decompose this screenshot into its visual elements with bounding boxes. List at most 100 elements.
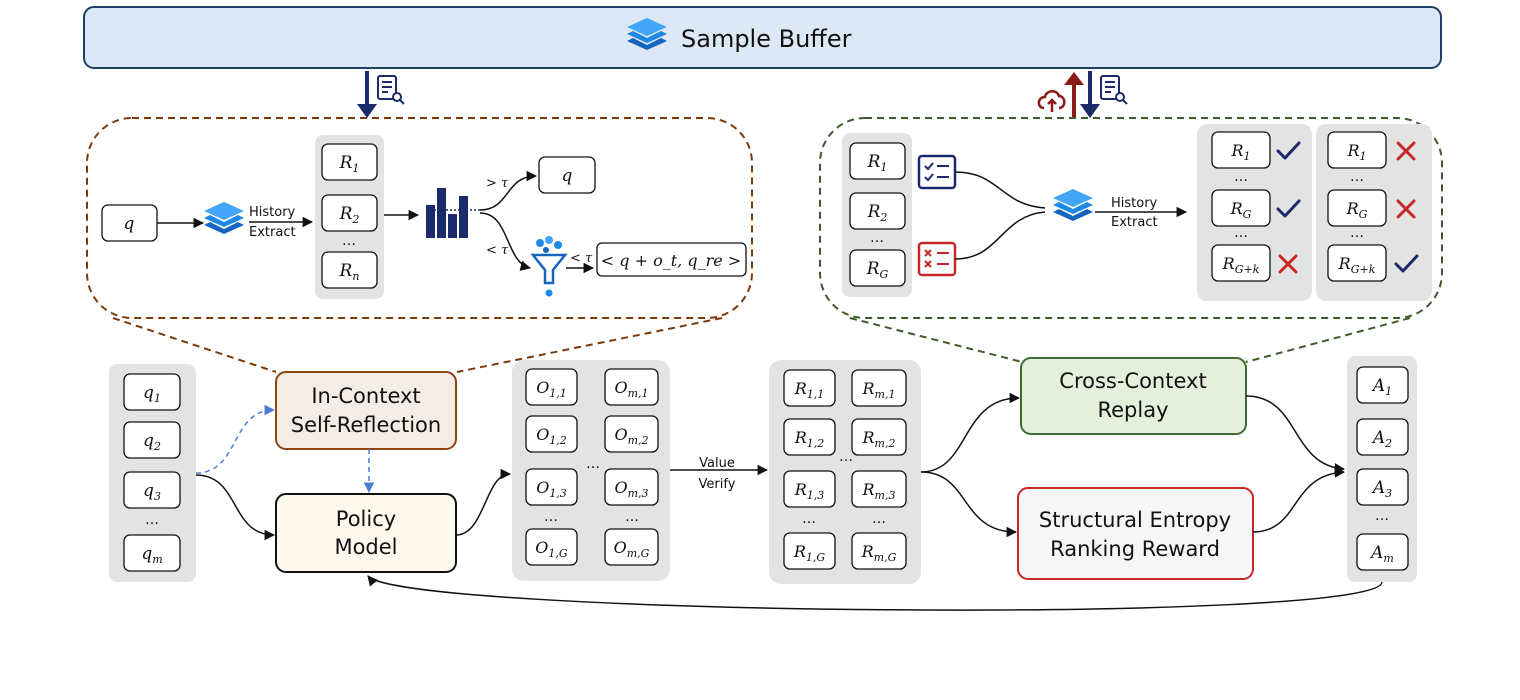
advantage-item-2: A3 xyxy=(1356,468,1409,506)
query-ellipsis: … xyxy=(145,512,159,528)
rew-ellipsis-1: … xyxy=(802,511,816,527)
reflection-output: < q + o_t, q_re > xyxy=(601,251,741,270)
document-search-icon xyxy=(377,75,405,105)
col-a-item-1-base: R xyxy=(1230,199,1243,218)
buffer-r-item-0-sub: 1 xyxy=(880,161,887,174)
reward-rm-1-sub: m,2 xyxy=(875,437,896,450)
buffer-r-item-0-base: R xyxy=(867,152,881,172)
policy-line-2: Model xyxy=(334,535,397,559)
policy-to-outputs-arrow xyxy=(455,468,512,536)
left-r-item-2-sub: n xyxy=(352,270,359,283)
advantage-item-3: Am xyxy=(1356,533,1409,571)
extract-label: Extract xyxy=(249,225,296,240)
col-a-item-1-check-icon xyxy=(1276,199,1301,218)
buffer-r-item-2-base: R xyxy=(866,259,880,279)
down-arrow-icon xyxy=(357,71,377,118)
col-b-item-0: R1 xyxy=(1327,131,1387,169)
reward-rm-3-base: R xyxy=(861,542,874,561)
output-om-1-base: O xyxy=(614,425,627,444)
col-b-item-2-base: R xyxy=(1338,254,1351,273)
advantage-item-1-base: A xyxy=(1371,428,1385,448)
advantage-item-3-base: A xyxy=(1369,543,1383,563)
r-ellipsis: … xyxy=(342,233,356,249)
output-o1-0-sub: 1,1 xyxy=(549,387,567,400)
col-b-item-2-sub: G+k xyxy=(1351,263,1376,276)
structural-entropy-ranking-reward-box xyxy=(1017,487,1254,580)
col-b-item-1-label: RG xyxy=(1346,199,1368,221)
output-o1-2-label: O1,3 xyxy=(536,478,567,500)
layers-icon-left xyxy=(204,202,244,234)
query-item-0-label: q1 xyxy=(143,383,161,405)
output-om-2: Om,3 xyxy=(604,468,659,506)
col-b-item-2-label: RG+k xyxy=(1338,254,1376,276)
advantage-item-2-sub: 3 xyxy=(1385,487,1392,500)
history-label-right: History xyxy=(1111,196,1158,211)
reward-r1-1-base: R xyxy=(794,428,807,447)
buffer-r-item-1: R2 xyxy=(849,192,906,230)
gt-tau-label: > τ xyxy=(486,176,509,191)
filter-funnel-icon xyxy=(530,236,568,297)
buffer-r-ellipsis: … xyxy=(870,230,884,246)
col-a-item-0: R1 xyxy=(1211,131,1271,169)
outputs-panel xyxy=(512,360,670,581)
sample-buffer: Sample Buffer xyxy=(83,6,1442,69)
query-item-3-sub: m xyxy=(152,553,162,566)
reward-rm-3-sub: m,G xyxy=(874,551,897,564)
reward-r1-1: R1,2 xyxy=(783,418,836,456)
reward-rm-1: Rm,2 xyxy=(851,418,907,456)
down-arrow-icon-right xyxy=(1080,71,1100,118)
serr-line-2: Ranking Reward xyxy=(1050,537,1220,561)
left-r-item-2-label: Rn xyxy=(339,261,360,283)
icsr-line-2: Self-Reflection xyxy=(291,413,441,437)
output-query: q xyxy=(562,166,573,186)
query-item-1: q2 xyxy=(123,421,181,459)
output-o1-3-sub: 1,G xyxy=(548,547,567,560)
output-om-0: Om,1 xyxy=(604,368,659,406)
checklist-wrong-icon xyxy=(917,241,957,277)
reward-rm-3: Rm,G xyxy=(851,532,907,570)
bar-chart-icon xyxy=(426,188,482,238)
buffer-r-item-1-label: R2 xyxy=(867,202,888,224)
reward-r1-2-label: R1,3 xyxy=(794,480,825,502)
col-a-item-0-sub: 1 xyxy=(1244,150,1251,163)
out-ellipsis-2: … xyxy=(625,509,639,525)
reward-rm-3-label: Rm,G xyxy=(861,542,897,564)
output-o1-0: O1,1 xyxy=(525,368,578,406)
lt-tau-label: < τ xyxy=(486,243,509,258)
advantage-item-0-label: A1 xyxy=(1371,376,1392,398)
reward-r1-3-label: R1,G xyxy=(793,542,826,564)
advantage-item-2-label: A3 xyxy=(1371,478,1392,500)
output-om-0-sub: m,1 xyxy=(628,387,649,400)
col-b-ellipsis-1: … xyxy=(1350,169,1364,185)
output-o1-1-base: O xyxy=(536,425,549,444)
left-r-item-1-label: R2 xyxy=(339,204,360,226)
buffer-r-item-0: R1 xyxy=(849,142,906,180)
output-om-1: Om,2 xyxy=(604,415,659,453)
output-om-3-base: O xyxy=(614,538,627,557)
rewards-to-replay-arrow xyxy=(920,392,1021,473)
col-b-item-0-cross-icon xyxy=(1396,141,1416,161)
policy-model-box xyxy=(275,493,457,573)
reward-r1-2-sub: 1,3 xyxy=(807,489,825,502)
left-r-item-0-sub: 1 xyxy=(352,162,359,175)
out-ellipsis-1: … xyxy=(544,509,558,525)
left-r-item-2: Rn xyxy=(321,251,378,289)
query-item-2-label: q3 xyxy=(143,481,161,503)
reward-r1-1-sub: 1,2 xyxy=(807,437,825,450)
ccr-line-1: Cross-Context xyxy=(1059,369,1206,393)
query-item-2-base: q xyxy=(143,481,154,501)
col-b-item-0-sub: 1 xyxy=(1360,150,1367,163)
query-item-0-sub: 1 xyxy=(154,392,161,405)
icsr-line-1: In-Context xyxy=(311,384,420,408)
col-b-item-0-base: R xyxy=(1346,141,1359,160)
col-b-ellipsis-2: … xyxy=(1350,225,1364,241)
output-om-0-base: O xyxy=(614,378,627,397)
output-om-3-label: Om,G xyxy=(614,538,650,560)
ccr-line-2: Replay xyxy=(1097,398,1168,422)
output-om-3-sub: m,G xyxy=(627,547,650,560)
left-r-item-0-label: R1 xyxy=(339,153,360,175)
query-item-2-sub: 3 xyxy=(154,490,161,503)
